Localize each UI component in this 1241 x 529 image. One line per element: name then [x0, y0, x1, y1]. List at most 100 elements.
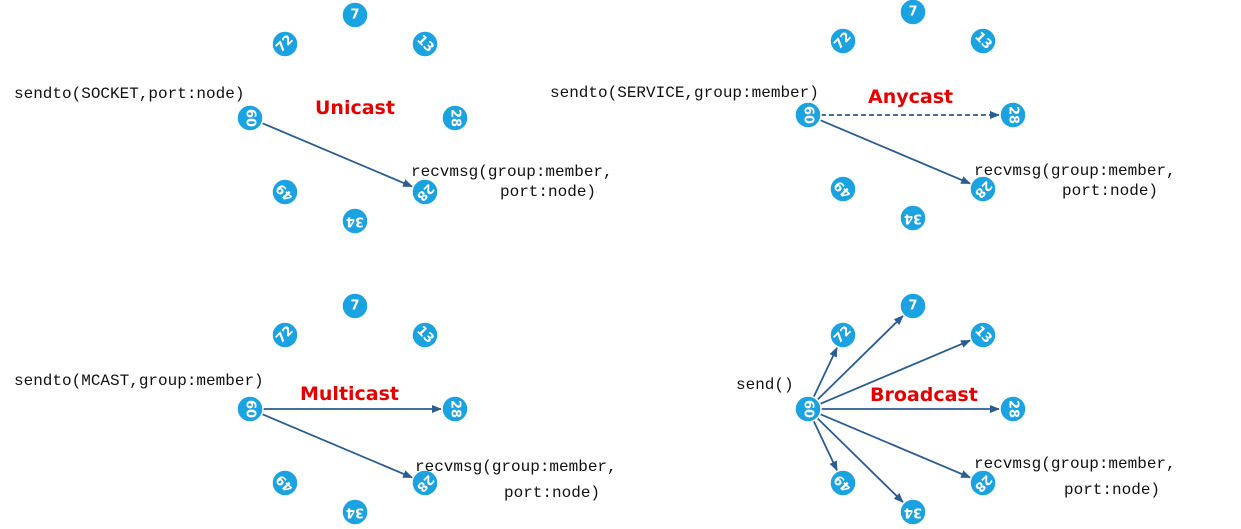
recv-call-label-line2: port:node): [504, 484, 600, 502]
node-circle: [441, 395, 469, 423]
arrow-left-to-bottom_right: [819, 119, 972, 185]
node-label: 34: [904, 211, 922, 226]
node-circle: [999, 101, 1027, 129]
node-circle: [969, 27, 997, 55]
arrow-left-to-bottom_right: [261, 413, 414, 479]
node-circle: [271, 469, 299, 497]
node-label: 34: [904, 505, 922, 520]
node-circle: [829, 469, 857, 497]
node-top-left: 72: [829, 27, 857, 55]
node-circle: [236, 104, 264, 132]
node-left: 60: [236, 104, 264, 132]
node-bottom: 34: [899, 498, 927, 526]
node-bottom-right: 28: [969, 469, 997, 497]
node-top: 7: [341, 1, 369, 29]
arrow-left-to-bottom_right: [819, 413, 972, 479]
node-circle: [794, 395, 822, 423]
node-circle: [829, 321, 857, 349]
arrow-left-to-bottom: [816, 417, 904, 503]
recv-call-label-line1: recvmsg(group:member,: [974, 455, 1176, 473]
node-label: 60: [243, 400, 258, 418]
arrow-left-to-bottom_left: [812, 420, 838, 472]
arrow-left-to-top: [816, 315, 904, 401]
node-label: 28: [448, 109, 463, 127]
node-circle: [829, 175, 857, 203]
node-circle: [899, 204, 927, 232]
node-top-right: 13: [969, 27, 997, 55]
node-top: 7: [899, 0, 927, 26]
node-label: 34: [346, 214, 364, 229]
node-label: 28: [1006, 106, 1021, 124]
node-circle: [829, 27, 857, 55]
mode-title: Broadcast: [870, 384, 978, 406]
node-top-left: 72: [271, 30, 299, 58]
panel-unicast: 713282834496072Unicastsendto(SOCKET,port…: [14, 1, 613, 235]
node-top: 7: [341, 292, 369, 320]
node-top: 7: [899, 292, 927, 320]
node-circle: [969, 175, 997, 203]
send-call-label: sendto(SERVICE,group:member): [550, 84, 819, 102]
node-bottom-right: 28: [411, 178, 439, 206]
node-circle: [969, 469, 997, 497]
arrow-left-to-bottom_right: [261, 122, 414, 188]
node-circle: [271, 178, 299, 206]
node-label: 28: [448, 400, 463, 418]
node-label: 34: [346, 505, 364, 520]
node-circle: [794, 101, 822, 129]
send-call-label: sendto(MCAST,group:member): [14, 372, 264, 390]
recv-call-label-line1: recvmsg(group:member,: [974, 162, 1176, 180]
node-circle: [341, 207, 369, 235]
mode-title: Anycast: [868, 86, 953, 108]
node-circle: [411, 178, 439, 206]
node-bottom-left: 49: [271, 178, 299, 206]
node-top-left: 72: [829, 321, 857, 349]
node-label: 7: [908, 5, 917, 20]
node-circle: [411, 321, 439, 349]
node-bottom-right: 28: [969, 175, 997, 203]
node-circle: [999, 395, 1027, 423]
node-left: 60: [794, 101, 822, 129]
node-bottom-left: 49: [271, 469, 299, 497]
node-label: 28: [1006, 400, 1021, 418]
node-bottom: 34: [341, 498, 369, 526]
node-circle: [899, 292, 927, 320]
node-right: 28: [441, 104, 469, 132]
node-circle: [899, 0, 927, 26]
node-label: 7: [908, 299, 917, 314]
node-right: 28: [999, 395, 1027, 423]
node-label: 60: [243, 109, 258, 127]
recv-call-label-line2: port:node): [500, 183, 596, 201]
node-right: 28: [999, 101, 1027, 129]
node-bottom-left: 49: [829, 175, 857, 203]
node-top-left: 72: [271, 321, 299, 349]
arrow-left-to-top_right: [819, 339, 972, 405]
send-call-label: send(): [736, 376, 794, 394]
node-top-right: 13: [969, 321, 997, 349]
recv-call-label-line2: port:node): [1062, 182, 1158, 200]
node-circle: [969, 321, 997, 349]
node-circle: [341, 292, 369, 320]
node-circle: [341, 1, 369, 29]
node-circle: [271, 321, 299, 349]
send-call-label: sendto(SOCKET,port:node): [14, 85, 244, 103]
node-circle: [236, 395, 264, 423]
recv-call-label-line1: recvmsg(group:member,: [415, 458, 617, 476]
node-label: 60: [801, 106, 816, 124]
node-circle: [411, 469, 439, 497]
mode-title: Multicast: [300, 383, 399, 405]
node-right: 28: [441, 395, 469, 423]
node-circle: [899, 498, 927, 526]
recv-call-label-line2: port:node): [1064, 481, 1160, 499]
node-bottom: 34: [341, 207, 369, 235]
node-circle: [341, 498, 369, 526]
node-label: 7: [350, 299, 359, 314]
node-left: 60: [794, 395, 822, 423]
node-bottom-left: 49: [829, 469, 857, 497]
node-label: 60: [801, 400, 816, 418]
node-circle: [441, 104, 469, 132]
node-left: 60: [236, 395, 264, 423]
